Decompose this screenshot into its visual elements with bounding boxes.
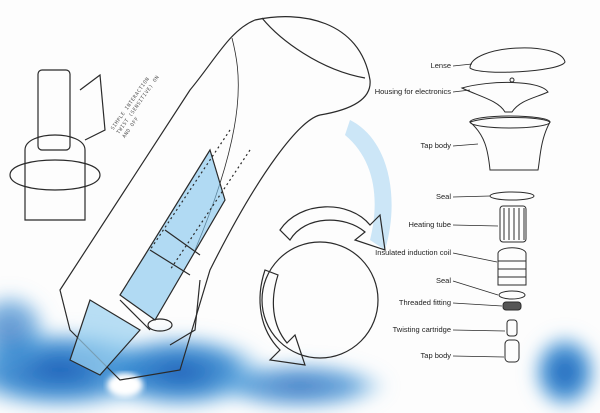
label-seal-2: Seal [435,276,451,285]
water-stream [345,120,392,250]
label-housing: Housing for electronics [374,87,451,96]
coil-part [497,247,527,286]
white-spot [107,373,143,397]
housing-part [460,81,549,113]
label-heating-tube: Heating tube [408,220,451,229]
bottom-tap-body-part [504,339,520,363]
watercolor-wash-right [530,332,600,412]
heating-tube-part [499,205,527,243]
tap-sketch [59,16,371,381]
label-tap-body: Tap body [420,141,451,150]
label-seal: Seal [435,192,451,201]
leader-lines [452,63,506,358]
lense-part [469,47,566,73]
label-threaded-fitting: Threaded fitting [398,298,451,307]
label-induction-coil: Insulated induction coil [375,248,451,257]
watercolor-wash-left [0,290,390,413]
threaded-fitting-part [502,301,522,311]
cartridge-part [506,319,518,337]
label-tap-body-2: Tap body [420,351,451,360]
label-twisting-cartridge: Twisting cartridge [392,325,451,334]
twist-knob-sketch [259,206,386,366]
seal-2-part [498,290,526,300]
exploded-parts [460,47,566,363]
cap-sketch [9,69,106,221]
seal-part [489,191,535,201]
tap-body-part [468,117,551,171]
label-lense: Lense [430,61,451,70]
